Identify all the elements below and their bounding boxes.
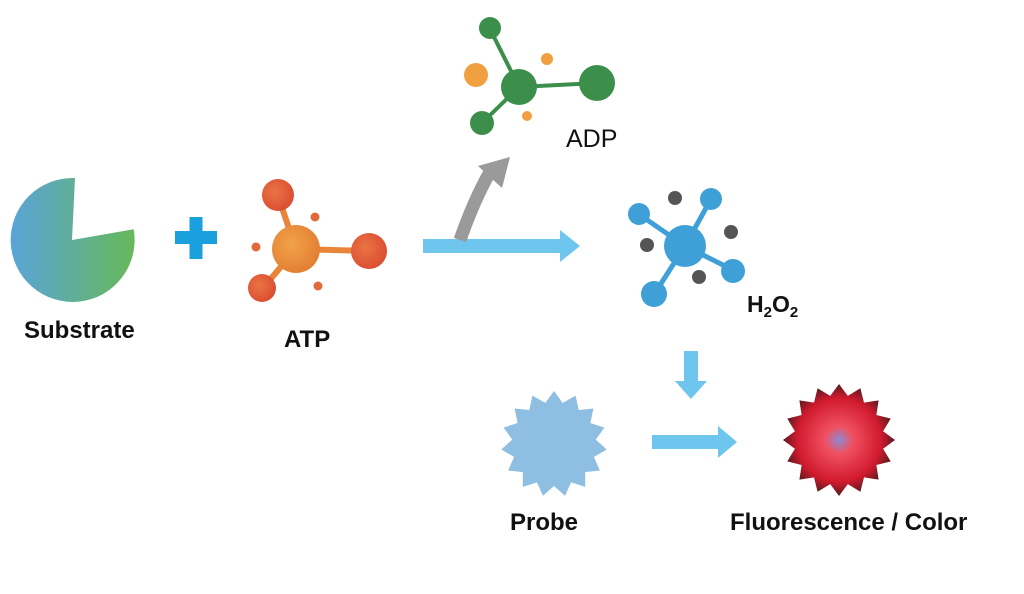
plus-icon xyxy=(175,217,217,259)
detection-arrow xyxy=(652,426,737,458)
atp-molecule-icon xyxy=(248,179,387,302)
h2o2-molecule-icon xyxy=(628,188,745,307)
substrate-label: Substrate xyxy=(24,317,135,344)
probe-label: Probe xyxy=(510,509,579,536)
reaction-arrow xyxy=(423,230,580,262)
down-arrow xyxy=(675,351,707,399)
h2o2-label: H2O2 xyxy=(747,291,799,321)
adp-label: ADP xyxy=(566,125,618,153)
adp-release-arrow xyxy=(453,157,510,243)
fluorescent-product-icon xyxy=(783,384,895,496)
substrate-shape xyxy=(10,177,135,302)
atp-label: ATP xyxy=(284,326,331,353)
adp-molecule-icon xyxy=(464,17,615,135)
fluorescence-color-label: Fluorescence / Color xyxy=(730,509,968,536)
probe-icon xyxy=(501,391,607,496)
